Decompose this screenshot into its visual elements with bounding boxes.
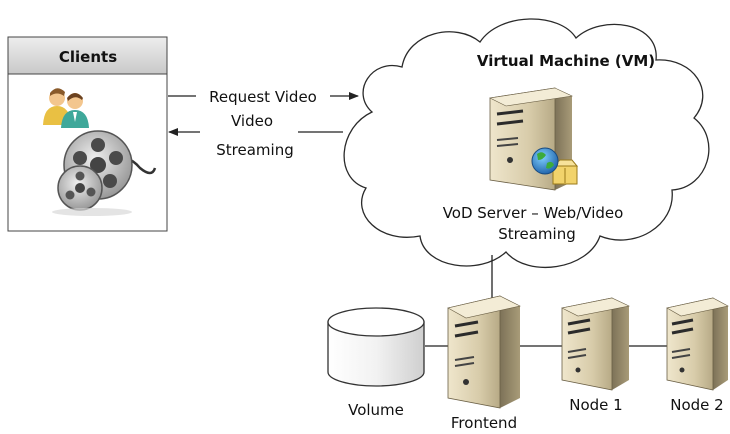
infrastructure-links — [425, 255, 667, 347]
film-reel-icon — [52, 130, 157, 216]
node1-label: Node 1 — [569, 396, 622, 414]
volume-icon — [327, 307, 425, 387]
request-video-label: Request Video — [209, 88, 317, 106]
clients-title: Clients — [59, 48, 117, 66]
clients-box: Clients — [7, 36, 168, 232]
clients-header — [7, 36, 168, 75]
node2-label: Node 2 — [670, 396, 723, 414]
video-streaming-label-line2: Streaming — [216, 141, 293, 159]
globe-folder-icon — [531, 147, 579, 185]
frontend-server-icon — [447, 295, 521, 409]
node1-server-icon — [561, 297, 630, 391]
vm-title: Virtual Machine (VM) — [477, 52, 655, 70]
vm-cloud: Virtual Machine (VM) VoD Server – Web/Vi… — [343, 18, 710, 269]
video-streaming-arrow: Video Streaming — [168, 112, 343, 159]
vod-server-label-line2: Streaming — [498, 225, 575, 243]
volume-label: Volume — [348, 401, 404, 419]
request-video-arrow: Request Video — [168, 88, 359, 106]
vod-server-label-line1: VoD Server – Web/Video — [443, 204, 624, 222]
video-streaming-label-line1: Video — [231, 112, 273, 130]
node2-server-icon — [666, 297, 729, 391]
users-icon — [43, 88, 89, 128]
frontend-label: Frontend — [451, 414, 517, 432]
